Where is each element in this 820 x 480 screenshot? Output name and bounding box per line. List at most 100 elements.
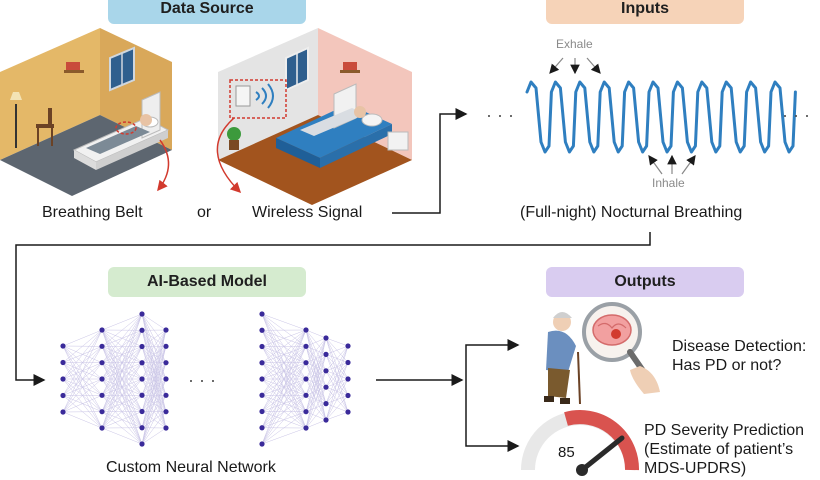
nn-edge xyxy=(261,329,307,412)
detection-label-line1: Disease Detection: xyxy=(672,338,807,355)
nn-edge xyxy=(62,329,103,347)
inputs-header: Inputs xyxy=(546,0,744,24)
nn-edge xyxy=(261,329,307,396)
nn-edge xyxy=(305,329,327,339)
nn-edge xyxy=(101,330,143,429)
nn-node xyxy=(259,425,265,431)
nn-edge xyxy=(261,329,307,445)
nn-node xyxy=(259,311,265,317)
nn-edge xyxy=(101,313,143,412)
wireless-signal-label: Wireless Signal xyxy=(252,204,363,221)
nn-node xyxy=(60,359,66,366)
severity-label-line3: MDS-UPDRS) xyxy=(644,460,747,477)
nn-edge xyxy=(305,337,327,347)
nn-edge xyxy=(141,329,167,396)
nn-edge xyxy=(62,329,103,363)
nn-edge xyxy=(62,362,103,413)
nn-node xyxy=(139,408,145,415)
detection-label-line2: Has PD or not? xyxy=(672,357,782,374)
nn-node xyxy=(303,327,309,333)
nn-edge xyxy=(305,370,327,429)
nn-edge xyxy=(305,403,327,429)
nn-edge xyxy=(62,378,103,413)
nn-edge xyxy=(261,378,307,445)
nn-node xyxy=(60,376,66,382)
model-header: AI-Based Model xyxy=(108,267,306,297)
nn-edge xyxy=(261,346,307,445)
nn-node xyxy=(345,376,351,382)
nn-node xyxy=(259,392,265,398)
nn-edge xyxy=(141,329,167,445)
nn-edge xyxy=(325,345,349,355)
nn-node xyxy=(99,409,105,415)
nn-edge xyxy=(305,337,327,429)
breathing-belt-label: Breathing Belt xyxy=(42,204,143,221)
nn-node xyxy=(99,343,105,349)
nn-edge xyxy=(101,378,143,429)
nn-edge xyxy=(261,329,307,380)
severity-label-line2: (Estimate of patient’s xyxy=(644,441,794,458)
nn-edge xyxy=(305,387,327,429)
nn-node xyxy=(303,409,309,415)
inhale-label: Inhale xyxy=(652,176,685,190)
severity-gauge xyxy=(521,410,640,476)
nn-edge xyxy=(325,345,349,371)
nn-node xyxy=(323,384,329,390)
nn-edge xyxy=(101,346,143,429)
svg-text:· · ·: · · · xyxy=(486,105,514,125)
nn-edge xyxy=(101,313,143,429)
nn-node xyxy=(99,376,105,382)
nn-edge xyxy=(325,362,349,421)
nn-node xyxy=(163,327,169,333)
connector-to-detection xyxy=(465,339,520,380)
nn-edge xyxy=(141,329,167,347)
neural-network-label: Custom Neural Network xyxy=(106,459,276,476)
nn-edge xyxy=(305,337,327,380)
connector-to-severity xyxy=(465,380,520,452)
nn-edge xyxy=(305,354,327,429)
nn-edge xyxy=(141,411,167,445)
svg-text:· · ·: · · · xyxy=(782,105,810,125)
nn-edge xyxy=(101,313,143,363)
nn-edge xyxy=(62,395,103,413)
nn-node xyxy=(163,360,169,366)
nn-node xyxy=(259,343,265,350)
nn-edge xyxy=(325,345,349,388)
patient-illustration xyxy=(544,312,581,405)
nn-node xyxy=(303,343,309,349)
nn-edge xyxy=(261,427,307,445)
nn-node xyxy=(60,409,66,415)
nn-edge xyxy=(325,345,349,421)
nn-edge xyxy=(261,329,307,347)
nn-node xyxy=(60,392,66,399)
nn-edge xyxy=(141,362,167,445)
breathing-signal: · · · · · · xyxy=(486,57,810,175)
nn-edge xyxy=(261,411,307,445)
nn-node xyxy=(259,376,265,382)
nn-node xyxy=(99,392,105,398)
nn-edge xyxy=(305,337,327,396)
nn-node xyxy=(345,392,351,399)
nn-node xyxy=(163,392,169,398)
nn-edge xyxy=(101,362,143,429)
nn-node xyxy=(139,425,145,431)
nn-edge xyxy=(141,378,167,445)
exhale-label: Exhale xyxy=(556,37,593,51)
connector-to-model xyxy=(15,232,651,386)
nn-node xyxy=(259,360,265,366)
nn-edge xyxy=(62,411,103,429)
nn-node xyxy=(99,327,105,333)
nn-edge xyxy=(141,395,167,445)
nn-node xyxy=(163,409,169,415)
nn-edge xyxy=(141,329,167,412)
nn-edge xyxy=(62,329,103,380)
magnifier-brain-icon xyxy=(582,302,660,394)
nn-edge xyxy=(325,337,349,347)
nn-node xyxy=(323,351,329,357)
nn-edge xyxy=(101,313,143,396)
nn-node xyxy=(99,425,105,431)
nn-node xyxy=(139,311,145,317)
nn-edge xyxy=(141,329,167,428)
nn-node xyxy=(303,360,309,366)
